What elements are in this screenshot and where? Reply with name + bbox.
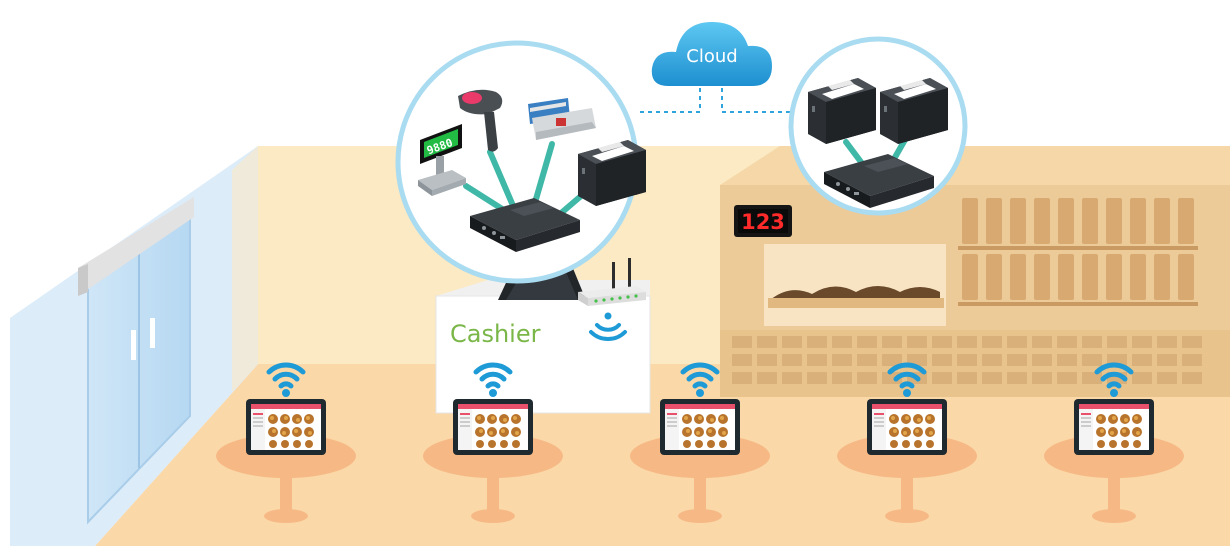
cashier-peripherals-zoom: 9880 — [395, 40, 646, 284]
queue-number-display: 123 — [734, 205, 792, 237]
card-reader-icon — [528, 98, 596, 140]
ordering-tablet — [1074, 399, 1154, 455]
wifi-icon — [589, 312, 627, 342]
barcode-scanner-icon — [458, 89, 503, 152]
cloud-label: Cloud — [686, 46, 737, 67]
customer-display-icon: 9880 — [418, 124, 466, 196]
queue-number-text: 123 — [741, 210, 785, 234]
ordering-tablet — [453, 399, 533, 455]
cloud-icon: Cloud — [651, 22, 772, 86]
cashier-counter: Cashier — [435, 266, 651, 414]
ordering-tablet — [246, 399, 326, 455]
kitchen-counter — [720, 146, 1230, 397]
cloud-links — [637, 88, 790, 113]
cashier-label: Cashier — [450, 320, 541, 348]
kitchen-printers-zoom — [788, 36, 968, 216]
sliding-door — [78, 197, 194, 525]
ordering-tablet — [660, 399, 740, 455]
ordering-tablet — [867, 399, 947, 455]
router-icon — [578, 258, 646, 306]
